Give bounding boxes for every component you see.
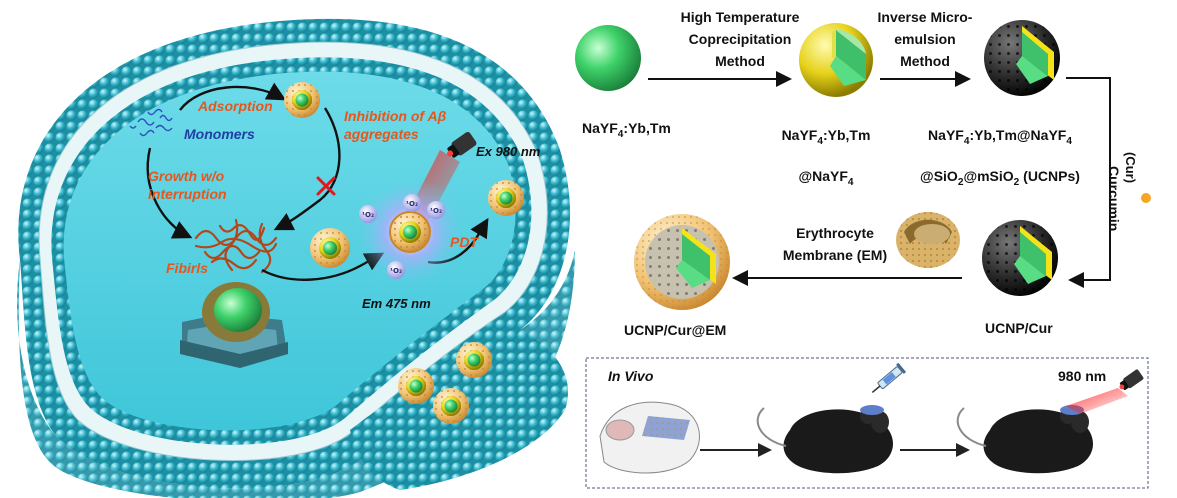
label-980nm: 980 nm	[1058, 368, 1107, 384]
label-product1: NaYF4:Yb,Tm	[582, 120, 671, 140]
mouse-head-icon	[599, 401, 700, 474]
singlet-oxygen-label-2: ¹O₂	[406, 200, 418, 208]
singlet-oxygen-group	[359, 194, 445, 279]
nanoparticle-central	[389, 211, 431, 253]
singlet-oxygen-label-1: ¹O₂	[362, 211, 374, 219]
nanoparticle-membrane-2	[398, 368, 434, 404]
label-product3-line2: @SiO2@mSiO2 (UCNPs)	[920, 167, 1080, 188]
nanoparticle-membrane-1	[456, 342, 492, 378]
laser-device-icon	[447, 132, 477, 158]
label-em-line1: Erythrocyte	[796, 225, 874, 241]
ucnp-cur-particle	[982, 220, 1058, 296]
nucleus-icon	[180, 282, 288, 368]
erythrocyte-membrane-icon	[896, 212, 960, 268]
label-product2: NaYF4:Yb,Tm @NaYF4	[762, 118, 890, 200]
label-adsorption: Adsorption	[198, 98, 273, 114]
label-ucnp-cur: UCNP/Cur	[985, 320, 1053, 336]
label-step1-line1: High Temperature	[680, 9, 800, 25]
nanoparticle-membrane-3	[433, 388, 469, 424]
label-ucnp-cur-em: UCNP/Cur@EM	[624, 322, 727, 338]
nanoparticle-in-cell	[310, 228, 350, 268]
label-step2: Inverse Micro- emulsion Method	[870, 6, 980, 72]
label-erythrocyte-membrane: Erythrocyte Membrane (EM)	[780, 222, 890, 266]
ucnps-particle	[984, 20, 1060, 96]
label-product3-line1: NaYF4:Yb,Tm@NaYF4	[928, 127, 1072, 147]
syringe-icon	[871, 362, 907, 394]
singlet-oxygen-label-4: ¹O₂	[390, 267, 402, 275]
curcumin-loading-arrow	[1066, 77, 1111, 288]
red-x-icon	[316, 176, 336, 196]
label-em-line2: Membrane (EM)	[782, 247, 888, 263]
cell-interior	[63, 71, 516, 431]
label-growth-line1: Growth w/o	[148, 168, 225, 184]
label-emission: Em 475 nm	[362, 296, 431, 311]
nanoparticle-adsorption	[284, 82, 320, 118]
singlet-oxygen-1	[359, 205, 377, 223]
label-inhibition-line1: Inhibition of Aβ	[344, 108, 447, 124]
singlet-oxygen-label-3: ¹O₂	[430, 207, 442, 215]
label-inhibition-line2: aggregates	[344, 126, 419, 142]
label-product2-line2: @NaYF4	[798, 167, 854, 188]
label-step1: High Temperature Coprecipitation Method	[650, 6, 830, 72]
mouse-irradiation-icon	[956, 405, 1093, 474]
monomers-icon	[129, 108, 173, 137]
label-curcumin: Curcumin	[1106, 166, 1122, 232]
label-step2-line3: Method	[900, 53, 950, 69]
singlet-oxygen-2	[403, 194, 421, 212]
nanoparticle-pdt	[488, 180, 524, 216]
label-growth-line2: interruption	[148, 186, 227, 202]
label-monomers: Monomers	[184, 126, 255, 142]
label-product2-line1: NaYF4:Yb,Tm	[781, 127, 871, 147]
label-step1-line3: Method	[715, 53, 765, 69]
curcumin-dot-icon	[1141, 193, 1151, 203]
ucnp-cur-em-particle	[634, 214, 730, 310]
singlet-oxygen-3	[427, 201, 445, 219]
label-in-vivo: In Vivo	[608, 368, 654, 384]
label-pdt: PDT	[450, 234, 478, 250]
label-cur-abbrev: (Cur)	[1123, 152, 1138, 184]
invivo-laser-icon	[1119, 369, 1144, 390]
label-fibrils: Fibirls	[166, 260, 209, 276]
label-step1-line2: Coprecipitation	[688, 31, 792, 47]
label-step2-line1: Inverse Micro-	[877, 9, 973, 25]
fibrils-icon	[194, 218, 278, 274]
lipid-bilayer-cell	[16, 18, 575, 498]
nayf4-core-particle	[575, 25, 641, 91]
label-excitation: Ex 980 nm	[476, 144, 541, 159]
label-step2-line2: emulsion	[894, 31, 956, 47]
label-product3: NaYF4:Yb,Tm@NaYF4 @SiO2@mSiO2 (UCNPs)	[900, 118, 1100, 200]
singlet-oxygen-4	[387, 261, 405, 279]
core-shell-particle	[799, 23, 873, 97]
mouse-injection-icon	[756, 405, 893, 474]
invivo-laser-beam	[1066, 388, 1128, 414]
